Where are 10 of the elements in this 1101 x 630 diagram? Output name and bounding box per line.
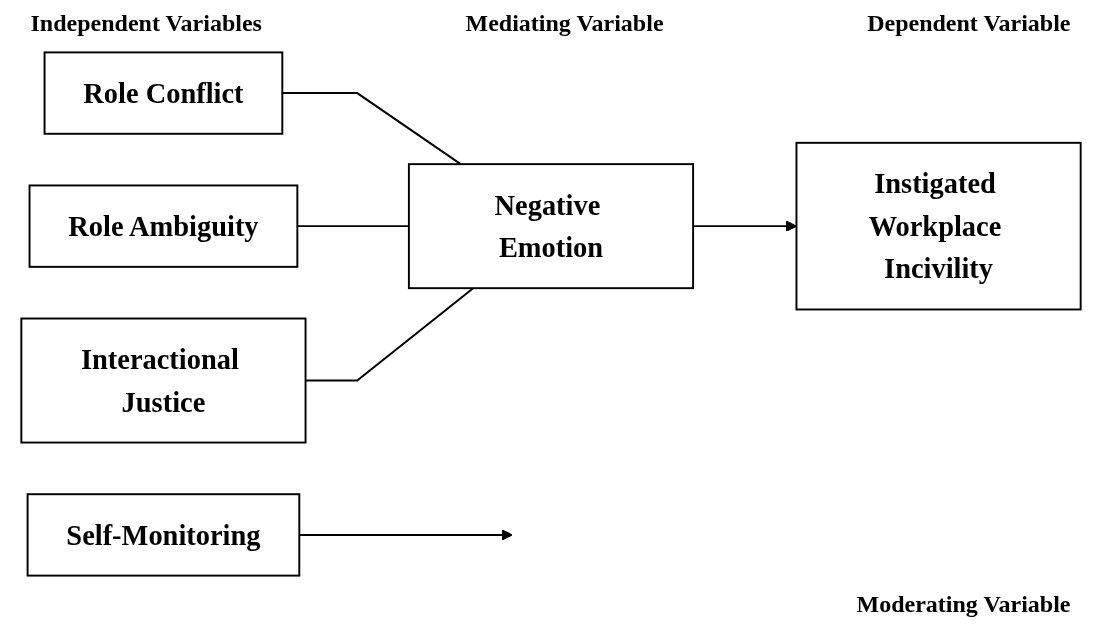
column-heading: Mediating Variable: [465, 10, 664, 37]
node-box: Instigated Workplace Incivility: [795, 141, 1082, 311]
column-heading: Independent Variables: [30, 10, 262, 37]
column-heading: Moderating Variable: [856, 591, 1071, 618]
node-box: Self-Monitoring: [26, 493, 300, 577]
column-heading: Dependent Variable: [867, 10, 1071, 37]
node-box: Role Conflict: [43, 51, 283, 135]
node-box: Interactional Justice: [19, 317, 307, 444]
node-box: Negative Emotion: [407, 163, 694, 290]
node-box: Role Ambiguity: [28, 184, 298, 268]
